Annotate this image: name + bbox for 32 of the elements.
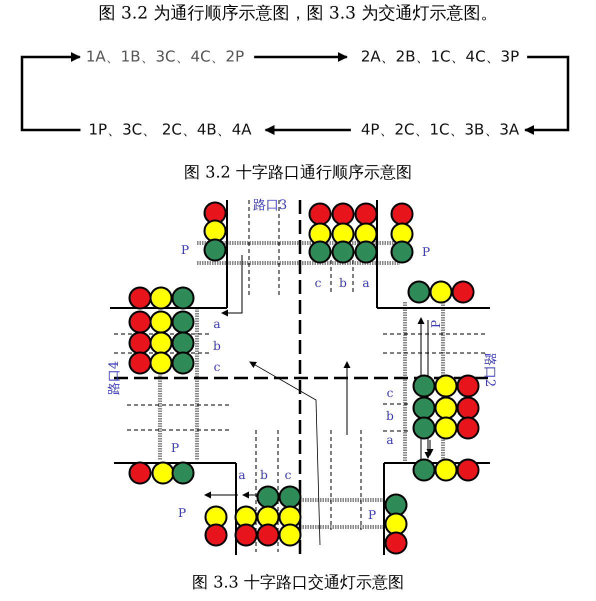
lane-letter: b	[260, 468, 268, 482]
lane-letter: c	[284, 468, 292, 482]
lane-letter: a	[362, 276, 370, 290]
sequence-text: 2A、2B、1C、4C、3P	[360, 48, 520, 66]
lane-letter: a	[213, 317, 221, 331]
road-label: 路口4	[106, 360, 123, 396]
road-label: 路口2	[481, 352, 498, 388]
lane-letter: b	[339, 276, 347, 290]
lane-letter: b	[213, 339, 221, 353]
crosswalk-label: P	[180, 243, 190, 257]
intro-text: 图 3.2 为通行顺序示意图，图 3.3 为交通灯示意图。	[98, 2, 498, 24]
arrow	[254, 52, 348, 62]
figure-caption: 图 3.3 十字路口交通灯示意图	[192, 572, 404, 594]
crosswalk-label: P	[368, 508, 376, 522]
crosswalk-label: P	[429, 320, 443, 328]
lane-letter: c	[214, 360, 220, 374]
lane-letter: c	[314, 276, 322, 290]
sequence-text: 1A、1B、3C、4C、2P	[86, 48, 244, 66]
lane-letter: a	[386, 433, 394, 447]
lane-letter: c	[386, 386, 394, 400]
figure-caption: 图 3.2 十字路口通行顺序示意图	[184, 162, 412, 184]
arrow	[20, 52, 81, 132]
crosswalk-label: P	[422, 245, 430, 259]
sequence-text: 4P、2C、1C、3B、3A	[360, 120, 520, 140]
crosswalk-label: P	[170, 441, 180, 455]
lane-letter: b	[386, 409, 394, 423]
arrow	[264, 125, 351, 135]
road-label: 路口3	[252, 197, 288, 214]
crosswalk-label: P	[178, 506, 186, 520]
arrow	[524, 56, 570, 135]
lane-letter: a	[238, 468, 246, 482]
sequence-text: 1P、3C、 2C、4B、4A	[88, 120, 252, 140]
